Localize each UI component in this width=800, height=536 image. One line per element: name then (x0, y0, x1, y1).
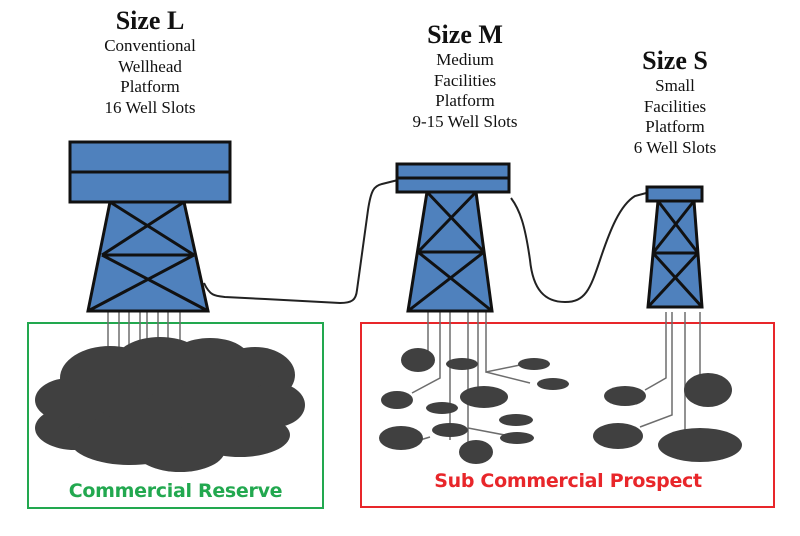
sub-commercial-prospect-label: Sub Commercial Prospect (434, 470, 702, 492)
prospect-cloud (432, 423, 468, 437)
jacket-brace (651, 251, 704, 309)
platform-size-s (645, 185, 704, 309)
platform-desc-line: Wellhead (118, 56, 182, 76)
platform-desc-line: Conventional (104, 35, 196, 55)
prospect-cloud (401, 348, 435, 372)
jacket-brace (425, 190, 486, 254)
platform-desc-line: Platform (120, 77, 180, 97)
platform-title: Size L (115, 6, 185, 35)
platform-title: Size M (427, 20, 503, 49)
prospect-cloud (593, 423, 643, 449)
sub-commercial-prospect-box (360, 322, 775, 508)
jacket-brace (101, 200, 185, 257)
prospect-cloud (604, 386, 646, 406)
prospect-cloud (658, 428, 742, 462)
platform-desc-line: Medium (436, 49, 494, 69)
prospect-cloud (460, 386, 508, 408)
platform-well-slots: 6 Well Slots (633, 138, 717, 158)
prospect-cloud (684, 373, 732, 407)
jacket-brace (87, 253, 195, 313)
prospect-cloud (459, 440, 493, 464)
platform-desc-line: Platform (645, 117, 705, 137)
well-line (485, 312, 521, 373)
prospect-cloud (537, 378, 569, 390)
jacket-brace (646, 251, 700, 309)
well-line (485, 371, 531, 384)
commercial-reserve-label: Commercial Reserve (68, 480, 283, 502)
pipeline-l-to-m (203, 179, 399, 305)
platform-label-size-m: Size M Medium Facilities Platform 9-15 W… (385, 20, 545, 133)
jacket-brace (651, 200, 696, 254)
platform-desc-line: Facilities (433, 70, 497, 90)
well-line (411, 312, 441, 394)
prospect-cloud (379, 426, 423, 450)
platform-title: Size S (642, 46, 708, 75)
prospect-cloud (446, 358, 478, 370)
commercial-reserve-box (27, 322, 324, 509)
jacket-brace (109, 200, 195, 257)
jacket-brace (101, 253, 209, 313)
platform-desc-line: Small (655, 75, 695, 95)
platform-well-slots: 9-15 Well Slots (412, 112, 518, 132)
wells-size-m (411, 312, 531, 448)
topsides-deck (645, 185, 704, 203)
platform-desc-line: Facilities (643, 96, 707, 116)
prospect-cloud (518, 358, 550, 370)
jacket-brace (656, 200, 700, 254)
platform-desc-line: Platform (435, 91, 495, 111)
platform-size-l (68, 140, 232, 313)
jacket-brace (407, 250, 485, 313)
well-line (644, 312, 667, 391)
jacket-brace (416, 190, 478, 254)
commercial-reservoir (35, 337, 305, 472)
platform-label-size-s: Size S Small Facilities Platform 6 Well … (605, 46, 745, 159)
platform-well-slots: 16 Well Slots (104, 98, 196, 118)
prospect-cloud (426, 402, 458, 414)
prospect-cloud (500, 432, 534, 444)
jacket-brace (417, 250, 493, 313)
platform-label-size-l: Size L Conventional Wellhead Platform 16… (70, 6, 230, 119)
well-line (639, 312, 673, 428)
prospect-cloud (381, 391, 413, 409)
prospect-cloud (499, 414, 533, 426)
wells-size-s (639, 312, 701, 432)
platform-size-m (395, 162, 511, 313)
pipeline-m-to-s (510, 191, 651, 304)
